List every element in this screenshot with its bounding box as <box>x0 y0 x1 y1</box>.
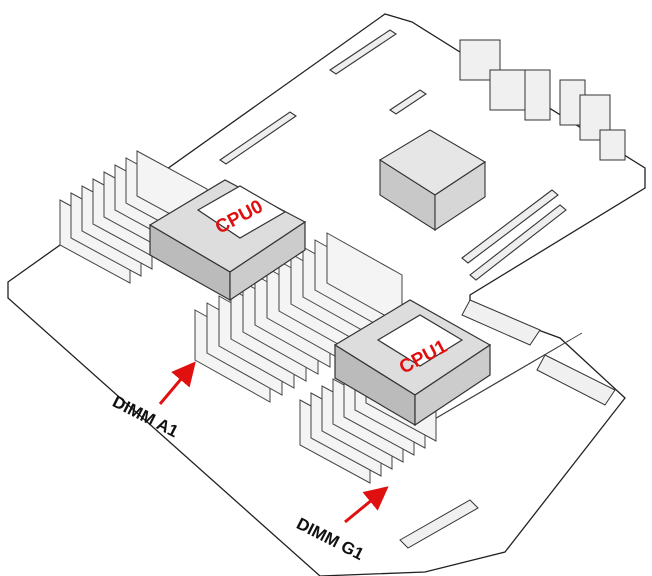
cpu0-heatsink <box>148 179 307 302</box>
pcie-slots <box>219 29 567 281</box>
chipset-heatsink <box>378 129 487 232</box>
power-connectors <box>399 299 616 549</box>
arrow-dimm-a1 <box>158 361 196 405</box>
arrow-dimm-g1 <box>344 486 389 524</box>
dimm-module <box>521 332 583 369</box>
io-components <box>459 39 626 161</box>
cpu1-heatsink <box>333 299 492 427</box>
dimm-bank-middle <box>194 232 403 403</box>
